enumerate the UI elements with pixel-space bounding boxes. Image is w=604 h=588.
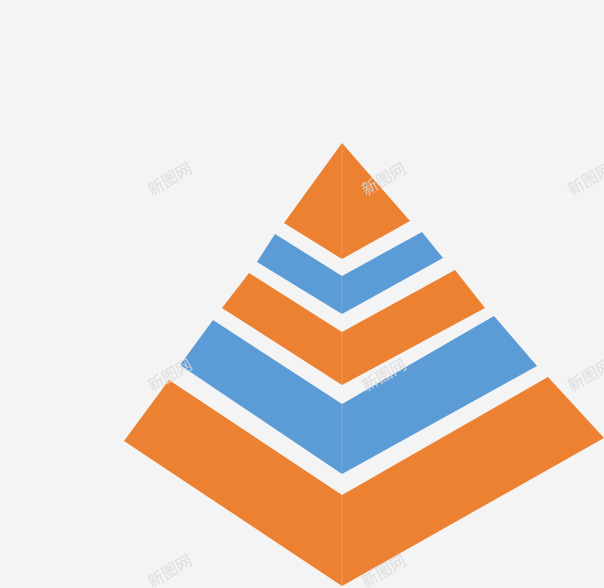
watermark-text: 新图网 bbox=[565, 355, 604, 395]
pyramid-layer-3 bbox=[222, 270, 485, 385]
layer-3-left-face bbox=[222, 273, 342, 385]
layer-2-right-face bbox=[342, 232, 443, 314]
pyramid-layer-apex bbox=[284, 143, 410, 259]
apex-right-face bbox=[342, 143, 410, 259]
watermark-text: 新图网 bbox=[145, 551, 196, 588]
pyramid-layer-4 bbox=[180, 316, 537, 474]
layer-2-left-face bbox=[257, 234, 342, 314]
pyramid-layer-base bbox=[124, 377, 604, 586]
apex-left-face bbox=[284, 143, 342, 259]
pyramid-layer-2 bbox=[257, 232, 443, 314]
base-right-face bbox=[342, 377, 604, 586]
layer-3-right-face bbox=[342, 270, 485, 385]
layer-4-right-face bbox=[342, 316, 537, 474]
watermark-text: 新图网 bbox=[565, 159, 604, 199]
watermark-text: 新图网 bbox=[145, 159, 196, 199]
layer-4-left-face bbox=[180, 320, 342, 474]
base-left-face bbox=[124, 380, 342, 586]
